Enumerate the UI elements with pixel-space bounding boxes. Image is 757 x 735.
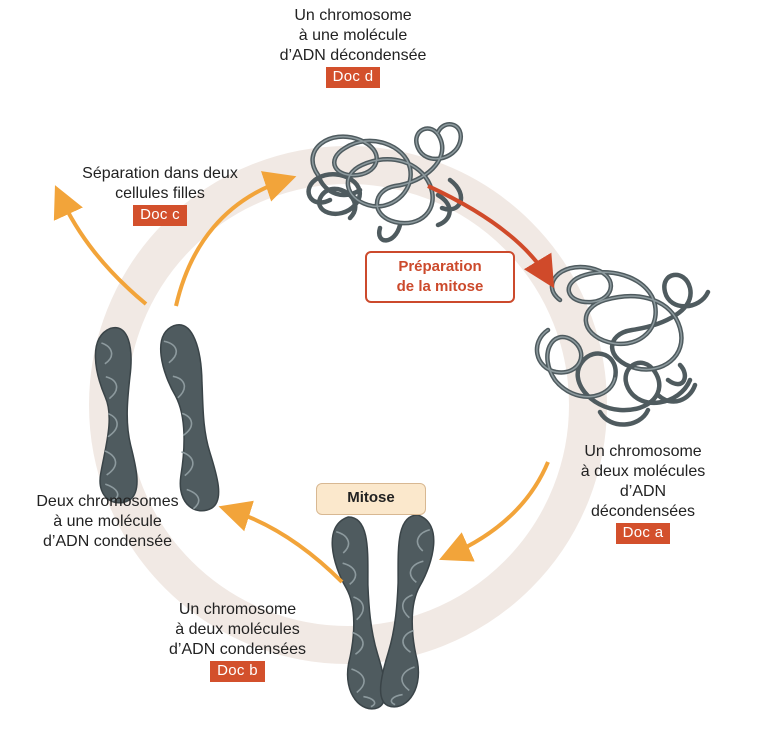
- arrow-to-daughter-cell-left: [53, 185, 148, 306]
- label-doc-d-line-3: d’ADN décondensée: [279, 47, 427, 64]
- arrow-to-daughter-cell-right: [174, 171, 297, 307]
- label-doc-c-line-1: Séparation dans deux: [82, 165, 238, 182]
- label-doc-b-line-3: d’ADN condensées: [169, 641, 306, 658]
- label-doc-a-line-3: d’ADN: [619, 483, 667, 500]
- label-doc-b-line-2: à deux molécules: [175, 621, 300, 638]
- chromosome-two-molecules-decondensed: [534, 264, 711, 427]
- badge-doc-b[interactable]: Doc b: [210, 661, 265, 682]
- phase-preparation-line-2: de la mitose: [396, 278, 484, 295]
- label-doc-a: Un chromosome à deux molécules d’ADN déc…: [548, 442, 738, 544]
- label-two-chromosomes-line-1: Deux chromosomes: [36, 493, 179, 510]
- label-doc-a-line-1: Un chromosome: [584, 443, 702, 460]
- label-two-chromosomes-line-3: d’ADN condensée: [43, 533, 172, 550]
- label-doc-a-line-4: décondensées: [590, 503, 696, 520]
- phase-mitosis-label: Mitose: [347, 489, 395, 506]
- phase-preparation-box: Préparation de la mitose: [365, 251, 515, 303]
- arrow-to-mitosis: [439, 461, 550, 562]
- label-two-chromosomes-line-2: à une molécule: [53, 513, 162, 530]
- label-doc-d-line-2: à une molécule: [298, 27, 408, 44]
- label-doc-c: Séparation dans deux cellules filles Doc…: [40, 164, 280, 226]
- chromosome-one-molecule-decondensed: [306, 122, 464, 243]
- badge-doc-a[interactable]: Doc a: [615, 523, 671, 544]
- label-doc-b: Un chromosome à deux molécules d’ADN con…: [130, 600, 345, 682]
- chromosome-two-molecules-condensed: [331, 514, 435, 710]
- label-doc-b-line-1: Un chromosome: [178, 601, 297, 618]
- phase-mitosis-box: Mitose: [316, 483, 426, 515]
- two-chromosomes-condensed: [94, 324, 220, 512]
- badge-doc-d[interactable]: Doc d: [325, 67, 381, 88]
- label-doc-a-line-2: à deux molécules: [580, 463, 706, 480]
- arrow-to-separation: [218, 500, 344, 584]
- label-doc-c-line-2: cellules filles: [115, 185, 205, 202]
- label-doc-d-line-1: Un chromosome: [294, 7, 412, 24]
- label-doc-d: Un chromosome à une molécule d’ADN décon…: [238, 6, 468, 88]
- phase-preparation-line-1: Préparation: [398, 258, 482, 275]
- arrow-to-preparation: [427, 184, 555, 289]
- label-two-chromosomes: Deux chromosomes à une molécule d’ADN co…: [0, 492, 215, 552]
- badge-doc-c[interactable]: Doc c: [133, 205, 187, 226]
